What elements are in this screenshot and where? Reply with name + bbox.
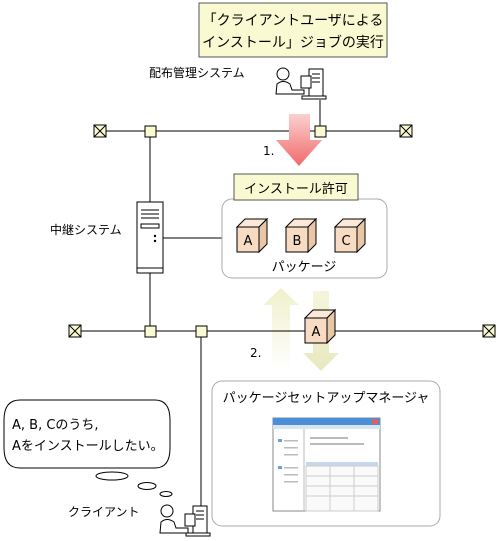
terminator-right-top [399, 124, 413, 138]
package-a: A [235, 217, 269, 254]
speech-line2: Aをインストールしたい。 [12, 439, 164, 454]
install-permission-box: インストール許可 [233, 173, 359, 201]
node-admin-top [314, 125, 327, 138]
speech-bubble: A, B, Cのうち, Aをインストールしたい。 [3, 399, 173, 497]
step2-up-arrow [263, 288, 299, 371]
terminator-left-bottom [68, 324, 82, 338]
node-relay-top [144, 125, 157, 138]
package-label: パッケージ [272, 260, 337, 275]
moving-package-a: A [303, 308, 337, 345]
title-line2: インストール」ジョブの実行 [202, 34, 384, 51]
step1-label: 1. [263, 144, 274, 158]
bottom-network-line [68, 324, 496, 338]
admin-pc-icon [275, 67, 327, 100]
relay-system-label: 中継システム [50, 222, 122, 237]
terminator-right-bottom [482, 324, 496, 338]
install-permission-label: インストール許可 [244, 182, 348, 197]
relay-server-icon [136, 201, 164, 274]
top-network-line [93, 124, 413, 138]
client-label: クライアント [68, 505, 140, 519]
moving-package-label: A [312, 325, 321, 340]
package-c: C [333, 217, 367, 254]
node-relay-bottom [144, 325, 157, 338]
node-client-bottom [195, 325, 208, 338]
step2-label: 2. [250, 346, 261, 360]
step1-arrow [276, 114, 322, 166]
distribution-system-label: 配布管理システム [149, 65, 245, 80]
title-box: 「クライアントユーザによる インストール」ジョブの実行 [198, 2, 388, 58]
package-a-label: A [244, 234, 253, 249]
title-line1: 「クライアントユーザによる [203, 13, 384, 29]
package-c-label: C [341, 234, 350, 249]
package-b-label: B [293, 234, 302, 249]
speech-line1: A, B, Cのうち, [12, 418, 99, 433]
package-setup-manager-label: パッケージセットアップマネージャ [223, 391, 430, 406]
terminator-left-top [93, 124, 107, 138]
client-pc-icon [159, 504, 211, 537]
setup-manager-window [272, 417, 381, 512]
package-b: B [284, 217, 318, 254]
